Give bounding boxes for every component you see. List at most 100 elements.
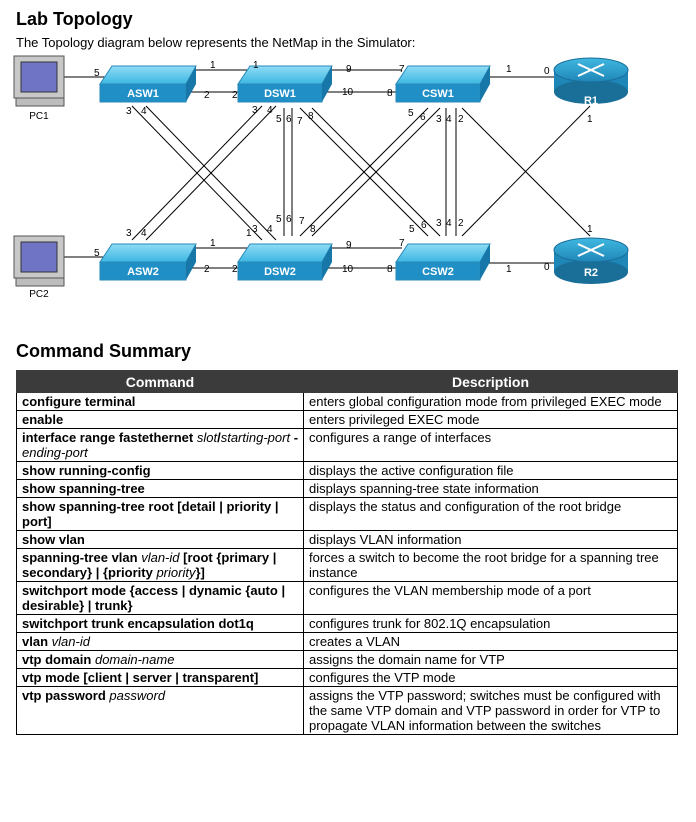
svg-text:1: 1 [253,60,259,71]
command-cell: switchport mode {access | dynamic {auto … [16,581,304,615]
svg-text:3: 3 [126,106,132,117]
svg-text:4: 4 [267,105,273,116]
header-command: Command [16,370,304,393]
svg-text:3: 3 [252,224,258,235]
r2-label: R2 [584,267,598,279]
svg-text:5: 5 [408,108,414,119]
svg-text:1: 1 [210,238,216,249]
topology-diagram: PC1 PC2 ASW1 DSW1 CSW1 ASW2 DSW2 [13,55,629,300]
svg-text:0: 0 [544,262,550,273]
svg-text:2: 2 [204,90,210,101]
description-cell: displays the status and configuration of… [303,497,678,531]
svg-text:2: 2 [458,114,464,125]
svg-text:4: 4 [446,218,452,229]
svg-text:4: 4 [446,114,452,125]
command-cell: configure terminal [16,392,304,411]
description-cell: enters privileged EXEC mode [303,410,678,429]
table-row: switchport mode {access | dynamic {auto … [16,581,678,615]
svg-text:1: 1 [506,264,512,275]
command-cell: enable [16,410,304,429]
svg-text:9: 9 [346,240,352,251]
svg-text:7: 7 [399,238,405,249]
topology-subtitle: The Topology diagram below represents th… [16,35,416,50]
svg-text:10: 10 [342,87,354,98]
lab-topology-heading: Lab Topology [16,9,133,29]
command-cell: show running-config [16,461,304,480]
pc1-label: PC1 [29,111,49,122]
links [64,69,591,269]
switch-csw2: CSW2 [395,243,491,281]
svg-text:5: 5 [409,224,415,235]
table-row: vtp mode [client | server | transparent]… [16,668,678,687]
command-cell: vtp domain domain-name [16,650,304,669]
router-r1: R1 [553,57,629,107]
svg-text:1: 1 [587,114,593,125]
svg-text:8: 8 [308,111,314,122]
svg-text:4: 4 [141,228,147,239]
description-cell: displays VLAN information [303,530,678,549]
description-cell: configures trunk for 802.1Q encapsulatio… [303,614,678,633]
router-r2: R2 [553,237,629,284]
command-cell: vtp password password [16,686,304,735]
dsw2-label: DSW2 [264,266,296,278]
csw2-label: CSW2 [422,266,454,278]
command-cell: vlan vlan-id [16,632,304,651]
svg-text:4: 4 [267,224,273,235]
svg-text:3: 3 [126,228,132,239]
description-cell: configures a range of interfaces [303,428,678,462]
pc2-label: PC2 [29,289,49,300]
table-row: spanning-tree vlan vlan-id [root {primar… [16,548,678,582]
table-row: show spanning-tree root [detail | priori… [16,497,678,531]
svg-text:4: 4 [141,106,147,117]
r1-label: R1 [584,95,598,107]
svg-text:0: 0 [544,66,550,77]
svg-text:1: 1 [587,224,593,235]
description-cell: assigns the domain name for VTP [303,650,678,669]
command-summary-heading: Command Summary [16,341,192,361]
port-numbers: 5 1 2 2 1 3 4 3 4 5 6 7 8 9 10 7 8 5 6 3… [94,60,593,275]
header-description: Description [303,370,678,393]
pc2-icon [13,235,65,287]
switch-asw2: ASW2 [99,243,197,281]
description-cell: forces a switch to become the root bridg… [303,548,678,582]
svg-text:5: 5 [94,248,100,259]
svg-text:6: 6 [286,114,292,125]
table-row: interface range fastethernet slot/starti… [16,428,678,462]
svg-text:5: 5 [276,114,282,125]
description-cell: enters global configuration mode from pr… [303,392,678,411]
svg-text:1: 1 [246,228,252,239]
switch-csw1: CSW1 [395,65,491,103]
svg-text:7: 7 [399,64,405,75]
svg-text:2: 2 [204,264,210,275]
description-cell: assigns the VTP password; switches must … [303,686,678,735]
svg-text:6: 6 [286,214,292,225]
svg-text:8: 8 [387,264,393,275]
pc1-icon [13,55,65,107]
switch-asw1: ASW1 [99,65,197,103]
description-cell: displays spanning-tree state information [303,479,678,498]
svg-text:1: 1 [506,64,512,75]
svg-text:3: 3 [252,105,258,116]
command-cell: show spanning-tree [16,479,304,498]
asw2-label: ASW2 [127,266,159,278]
description-cell: displays the active configuration file [303,461,678,480]
description-cell: configures the VTP mode [303,668,678,687]
svg-text:7: 7 [299,216,305,227]
svg-text:7: 7 [297,116,303,127]
command-cell: switchport trunk encapsulation dot1q [16,614,304,633]
svg-text:10: 10 [342,264,354,275]
svg-text:6: 6 [420,112,426,123]
svg-text:8: 8 [310,224,316,235]
command-cell: show spanning-tree root [detail | priori… [16,497,304,531]
asw1-label: ASW1 [127,88,159,100]
dsw1-label: DSW1 [264,88,296,100]
